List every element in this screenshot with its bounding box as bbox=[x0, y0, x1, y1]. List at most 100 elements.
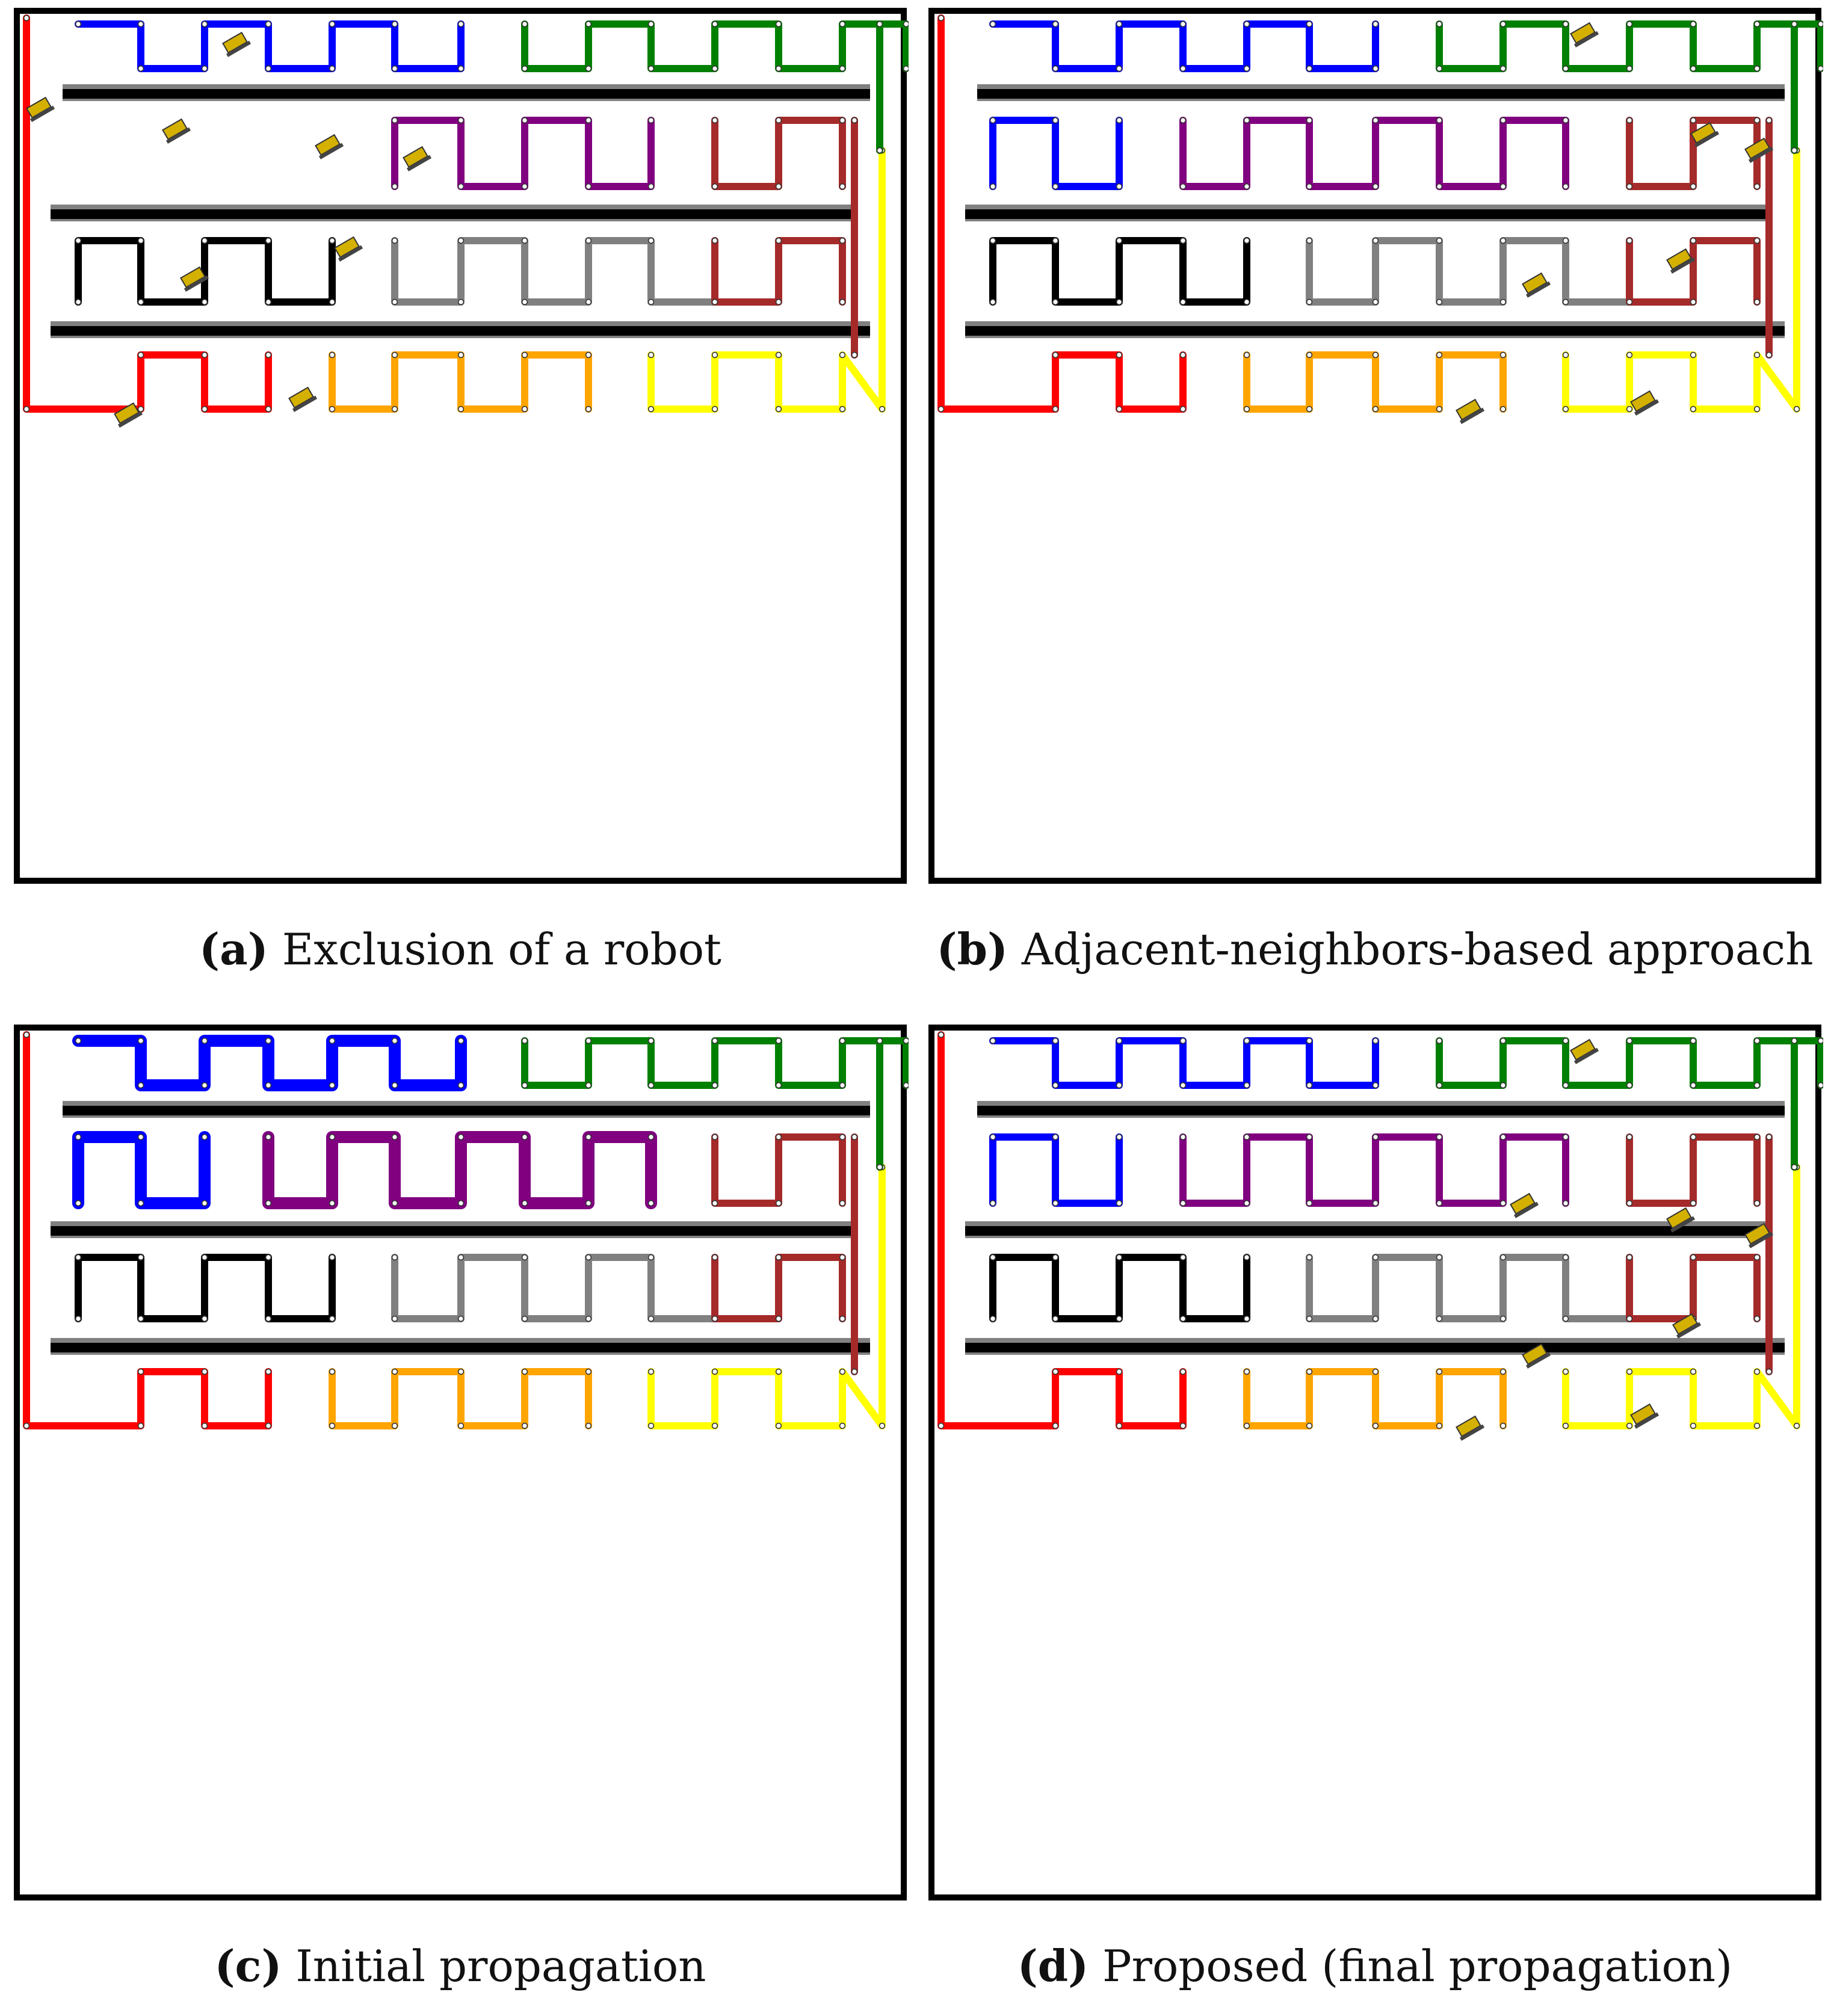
waypoint-node bbox=[1306, 1037, 1313, 1044]
waypoint-node bbox=[839, 1200, 846, 1207]
waypoint-node bbox=[839, 1368, 846, 1375]
robot-icon bbox=[1744, 1222, 1774, 1248]
waypoint-node bbox=[391, 405, 398, 413]
obstacle-wall bbox=[51, 326, 870, 336]
waypoint-node bbox=[711, 65, 718, 72]
robot-icon bbox=[1630, 390, 1660, 416]
waypoint-node bbox=[1626, 1200, 1633, 1207]
waypoint-node bbox=[521, 1133, 528, 1141]
waypoint-node bbox=[1436, 1368, 1443, 1375]
waypoint-node bbox=[1499, 65, 1507, 72]
waypoint-node bbox=[989, 1200, 996, 1207]
waypoint-node bbox=[1116, 65, 1123, 72]
waypoint-node bbox=[521, 298, 528, 306]
waypoint-node bbox=[1753, 1037, 1761, 1044]
waypoint-node bbox=[1753, 1200, 1761, 1207]
waypoint-node bbox=[201, 1422, 208, 1429]
waypoint-node bbox=[1372, 117, 1379, 124]
robot-track bbox=[1525, 281, 1551, 298]
waypoint-node bbox=[711, 1254, 718, 1261]
path-yellow-row4 bbox=[1562, 351, 1761, 413]
waypoint-node bbox=[1690, 351, 1697, 359]
waypoint-node bbox=[1179, 1422, 1187, 1429]
robot-track bbox=[117, 411, 143, 428]
waypoint-node bbox=[1306, 65, 1313, 72]
waypoint-node bbox=[839, 183, 846, 190]
waypoint-node bbox=[585, 1133, 592, 1141]
waypoint-node bbox=[775, 1315, 782, 1322]
waypoint-node bbox=[1690, 1422, 1697, 1429]
waypoint-node bbox=[839, 20, 846, 28]
waypoint-node bbox=[989, 1315, 996, 1322]
waypoint-node bbox=[1306, 237, 1313, 244]
waypoint-node bbox=[839, 298, 846, 306]
waypoint-node bbox=[137, 237, 144, 244]
waypoint-node bbox=[1306, 1082, 1313, 1089]
robot-icon bbox=[222, 31, 252, 57]
waypoint-node bbox=[137, 1037, 144, 1044]
waypoint-node bbox=[1753, 1422, 1761, 1429]
path-yellow-row4 bbox=[1562, 1368, 1761, 1429]
waypoint-node bbox=[391, 65, 398, 72]
robot-icon bbox=[162, 118, 191, 144]
robot-track bbox=[1634, 399, 1660, 416]
waypoint-node bbox=[1753, 183, 1761, 190]
waypoint-node bbox=[1116, 298, 1123, 306]
waypoint-node bbox=[137, 1254, 144, 1261]
waypoint-node bbox=[1765, 1133, 1773, 1141]
waypoint-node bbox=[647, 20, 655, 28]
waypoint-node bbox=[1562, 1133, 1569, 1141]
waypoint-node bbox=[1116, 1254, 1123, 1261]
path-brown-row3 bbox=[711, 237, 846, 306]
waypoint-node bbox=[647, 1200, 655, 1207]
waypoint-node bbox=[201, 20, 208, 28]
waypoint-node bbox=[457, 20, 465, 28]
robot-body bbox=[1522, 1343, 1548, 1366]
waypoint-node bbox=[1372, 1422, 1379, 1429]
waypoint-node bbox=[647, 1133, 655, 1141]
waypoint-node bbox=[903, 1082, 909, 1089]
waypoint-node bbox=[521, 1082, 528, 1089]
waypoint-node bbox=[329, 1200, 336, 1207]
waypoint-node bbox=[521, 351, 528, 359]
waypoint-node bbox=[1791, 147, 1798, 154]
waypoint-node bbox=[1179, 1368, 1187, 1375]
waypoint-node bbox=[1052, 117, 1059, 124]
robot-track bbox=[292, 395, 318, 412]
waypoint-node bbox=[521, 1422, 528, 1429]
waypoint-node bbox=[711, 1037, 718, 1044]
waypoint-node bbox=[457, 237, 465, 244]
obstacle-wall bbox=[977, 1106, 1785, 1115]
waypoint-node bbox=[1753, 237, 1761, 244]
robot-icon bbox=[1522, 272, 1551, 298]
waypoint-node bbox=[457, 405, 465, 413]
waypoint-node bbox=[1499, 405, 1507, 413]
path-blue-row1 bbox=[75, 20, 465, 72]
waypoint-node bbox=[1179, 1037, 1187, 1044]
waypoint-node bbox=[1052, 1200, 1059, 1207]
waypoint-node bbox=[876, 20, 883, 28]
robot-icon bbox=[1690, 122, 1720, 147]
waypoint-node bbox=[201, 1037, 208, 1044]
waypoint-node bbox=[1690, 298, 1697, 306]
waypoint-node bbox=[1626, 1133, 1633, 1141]
waypoint-node bbox=[1052, 1422, 1059, 1429]
waypoint-node bbox=[457, 1082, 465, 1089]
waypoint-node bbox=[839, 1422, 846, 1429]
waypoint-node bbox=[1753, 117, 1761, 124]
waypoint-node bbox=[201, 405, 208, 413]
path-brown-row2 bbox=[711, 117, 846, 190]
waypoint-node bbox=[1372, 1368, 1379, 1375]
waypoint-node bbox=[1179, 1200, 1187, 1207]
waypoint-node bbox=[1052, 20, 1059, 28]
waypoint-node bbox=[711, 1315, 718, 1322]
waypoint-node bbox=[585, 20, 592, 28]
path-blue-row1 bbox=[989, 1037, 1379, 1089]
waypoint-node bbox=[1306, 183, 1313, 190]
waypoint-node bbox=[1753, 298, 1761, 306]
waypoint-node bbox=[1499, 20, 1507, 28]
waypoint-node bbox=[585, 65, 592, 72]
map-group bbox=[14, 8, 909, 884]
path-red-row4 bbox=[937, 1031, 1187, 1429]
waypoint-node bbox=[265, 237, 272, 244]
